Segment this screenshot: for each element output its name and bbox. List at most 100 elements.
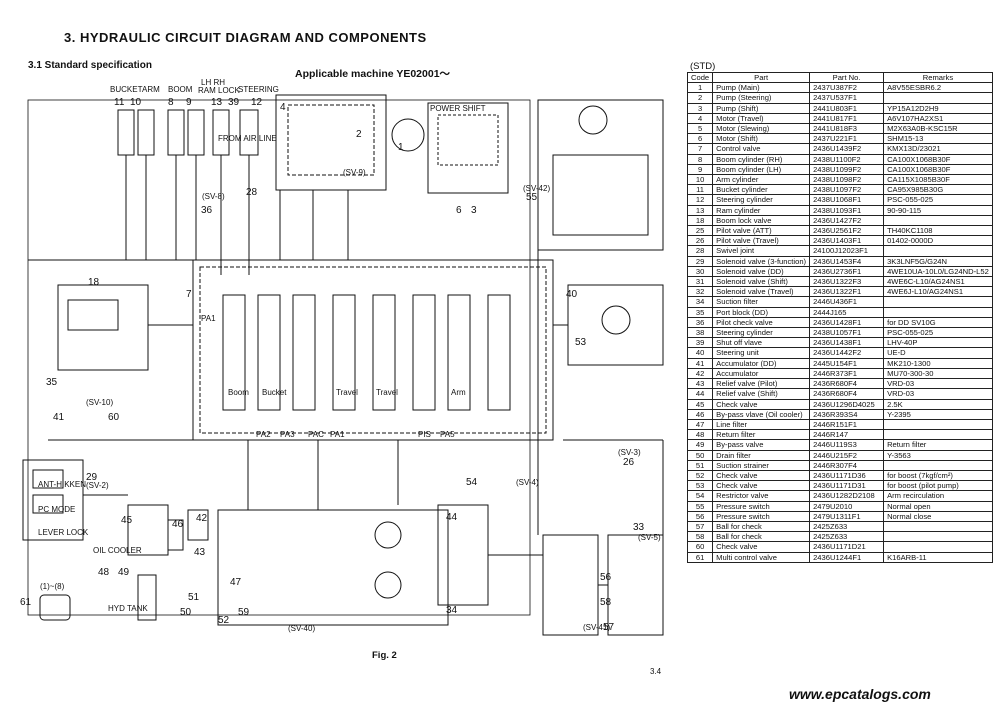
tag-sv-9: (SV-9): [343, 168, 366, 177]
cell-part: Bucket cylinder: [712, 184, 811, 196]
cell-remarks: [883, 418, 993, 431]
callout-52: 52: [218, 615, 230, 626]
tag-power-shift: POWER SHIFT: [430, 104, 486, 113]
watermark: www.epcatalogs.com: [789, 686, 931, 702]
cell-part-no: 2436U1428F1: [809, 316, 885, 329]
cell-remarks: 2.5K: [883, 398, 993, 410]
callout-18: 18: [88, 277, 100, 288]
cell-code: 29: [686, 255, 714, 267]
cell-remarks: Y-2395: [883, 408, 993, 420]
cell-remarks: [883, 429, 993, 441]
cell-remarks: Y-3563: [883, 449, 993, 461]
cell-part-no: 2441U803F1: [809, 102, 885, 114]
tag-sv-10: (SV-10): [86, 398, 113, 407]
cell-code: 53: [686, 480, 714, 492]
callout-61: 61: [20, 597, 32, 608]
callout-35: 35: [46, 377, 58, 388]
cell-remarks: for boost (7kgf/cm²): [883, 469, 993, 482]
cell-remarks: K16ARB-11: [883, 551, 993, 563]
cell-part: Pump (Shift): [712, 102, 811, 114]
cell-part-no: 2436U1453F4: [809, 255, 885, 267]
cell-part: Pressure switch: [712, 500, 811, 512]
callout-56: 56: [600, 572, 612, 583]
cell-part-no: 2438U1098F2: [809, 174, 885, 186]
cell-part: By-pass vlave (Oil cooler): [712, 408, 811, 420]
cell-part-no: 2436U1171D36: [809, 469, 885, 482]
cell-part-no: 2441U818F3: [809, 123, 885, 135]
label-steering: STEERING: [238, 85, 279, 94]
cell-remarks: 90-90-115: [883, 204, 993, 216]
callout-53: 53: [575, 337, 587, 348]
cell-code: 42: [686, 367, 714, 380]
cell-part: Motor (Slewing): [712, 123, 811, 135]
cell-part-no: 2436R680F4: [809, 388, 885, 400]
header-part-no: Part No.: [809, 71, 885, 84]
callout-55: 55: [526, 192, 538, 203]
callout-34: 34: [446, 605, 458, 616]
cell-part-no: 2438U1068F1: [809, 194, 885, 206]
cell-part: Accumulator (DD): [712, 357, 811, 369]
tag-pa1-left: PA1: [201, 314, 216, 323]
cell-part: Restrictor valve: [712, 490, 811, 502]
cell-part: Relief valve (Pilot): [712, 378, 811, 390]
tag-pac: PAC: [308, 430, 324, 439]
callout-44: 44: [446, 512, 458, 523]
tag-sv-41: (SV-41): [583, 623, 610, 632]
cell-part-no: 2441U817F1: [809, 112, 885, 125]
callout-43: 43: [194, 547, 206, 558]
callout-45: 45: [121, 515, 133, 526]
cell-part: Port block (DD): [712, 306, 811, 318]
callout-10: 10: [130, 97, 142, 108]
cell-code: 28: [686, 245, 714, 257]
tag-from-air-line: FROM AIR LINE: [218, 134, 277, 143]
cell-code: 56: [686, 510, 714, 522]
callout-33: 33: [633, 522, 645, 533]
callout-41: 41: [53, 412, 65, 423]
figure-caption: Fig. 2: [372, 650, 397, 661]
cell-code: 5: [686, 123, 714, 135]
cell-part: Boom cylinder (RH): [712, 153, 811, 165]
cell-part: Steering cylinder: [712, 327, 811, 339]
cell-part-no: 2437U537F1: [809, 92, 885, 104]
cell-code: 31: [686, 276, 714, 288]
callout-4: 4: [280, 102, 286, 113]
cell-part-no: 2437U387F2: [809, 82, 885, 94]
header-remarks: Remarks: [883, 71, 993, 84]
tag-sv-42: (SV-42): [523, 184, 550, 193]
cell-code: 44: [686, 388, 714, 400]
cell-part-no: 2438U1093F1: [809, 204, 885, 216]
cell-code: 54: [686, 490, 714, 502]
cell-code: 50: [686, 449, 714, 461]
callout-8: 8: [168, 97, 174, 108]
cell-code: 12: [686, 194, 714, 206]
cell-part: Boom cylinder (LH): [712, 163, 811, 176]
cell-remarks: PSC-055-025: [883, 327, 993, 339]
cell-code: 60: [686, 541, 714, 553]
callout-11: 11: [114, 97, 125, 108]
cell-remarks: PSC-055-025: [883, 194, 993, 206]
cell-part-no: 2436R393S4: [809, 408, 885, 420]
cell-part-no: 2479U1311F1: [809, 510, 885, 522]
cell-part-no: 2446R373F1: [809, 367, 885, 380]
section-title: 3. HYDRAULIC CIRCUIT DIAGRAM AND COMPONE…: [64, 30, 427, 45]
cell-code: 43: [686, 378, 714, 390]
cell-part: Pilot check valve: [712, 316, 811, 329]
cell-part-no: 2425Z633: [809, 531, 885, 543]
tag-pis: PIS: [418, 430, 431, 439]
tag-pc-mode: PC MODE: [38, 505, 75, 514]
